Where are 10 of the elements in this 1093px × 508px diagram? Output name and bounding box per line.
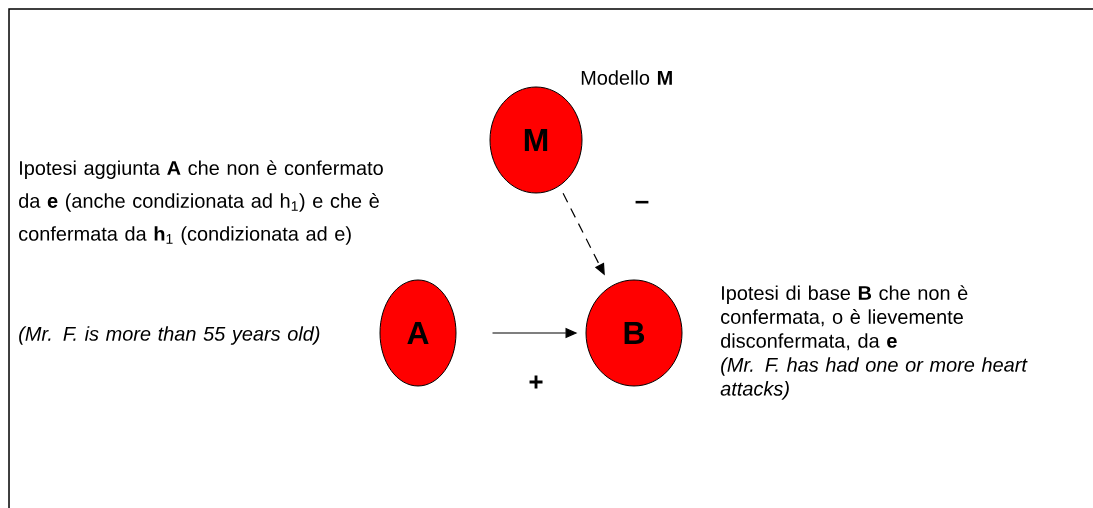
edge-label: – [635,200,649,204]
edge-label: + [529,375,543,389]
description-text: (Mr. F. has had one or more heart attacks) [720,357,1028,400]
description-text: Ipotesi di base B che non è confermata, o è lievemente disconfermata, da e [721,285,968,351]
description-text: (Mr. F. is more than 55 years old) [19,326,320,345]
circle-node: B [585,279,683,387]
description-text: Modello M [581,70,672,85]
circle-node: A [379,279,457,387]
circle-node: M [489,86,583,194]
description-text: Ipotesi aggiunta A che non è confermato da e (anche condizionata ad h$_{1}$) e che è confermata da h$_{1}$ (condizionata ad e) [19,160,383,245]
